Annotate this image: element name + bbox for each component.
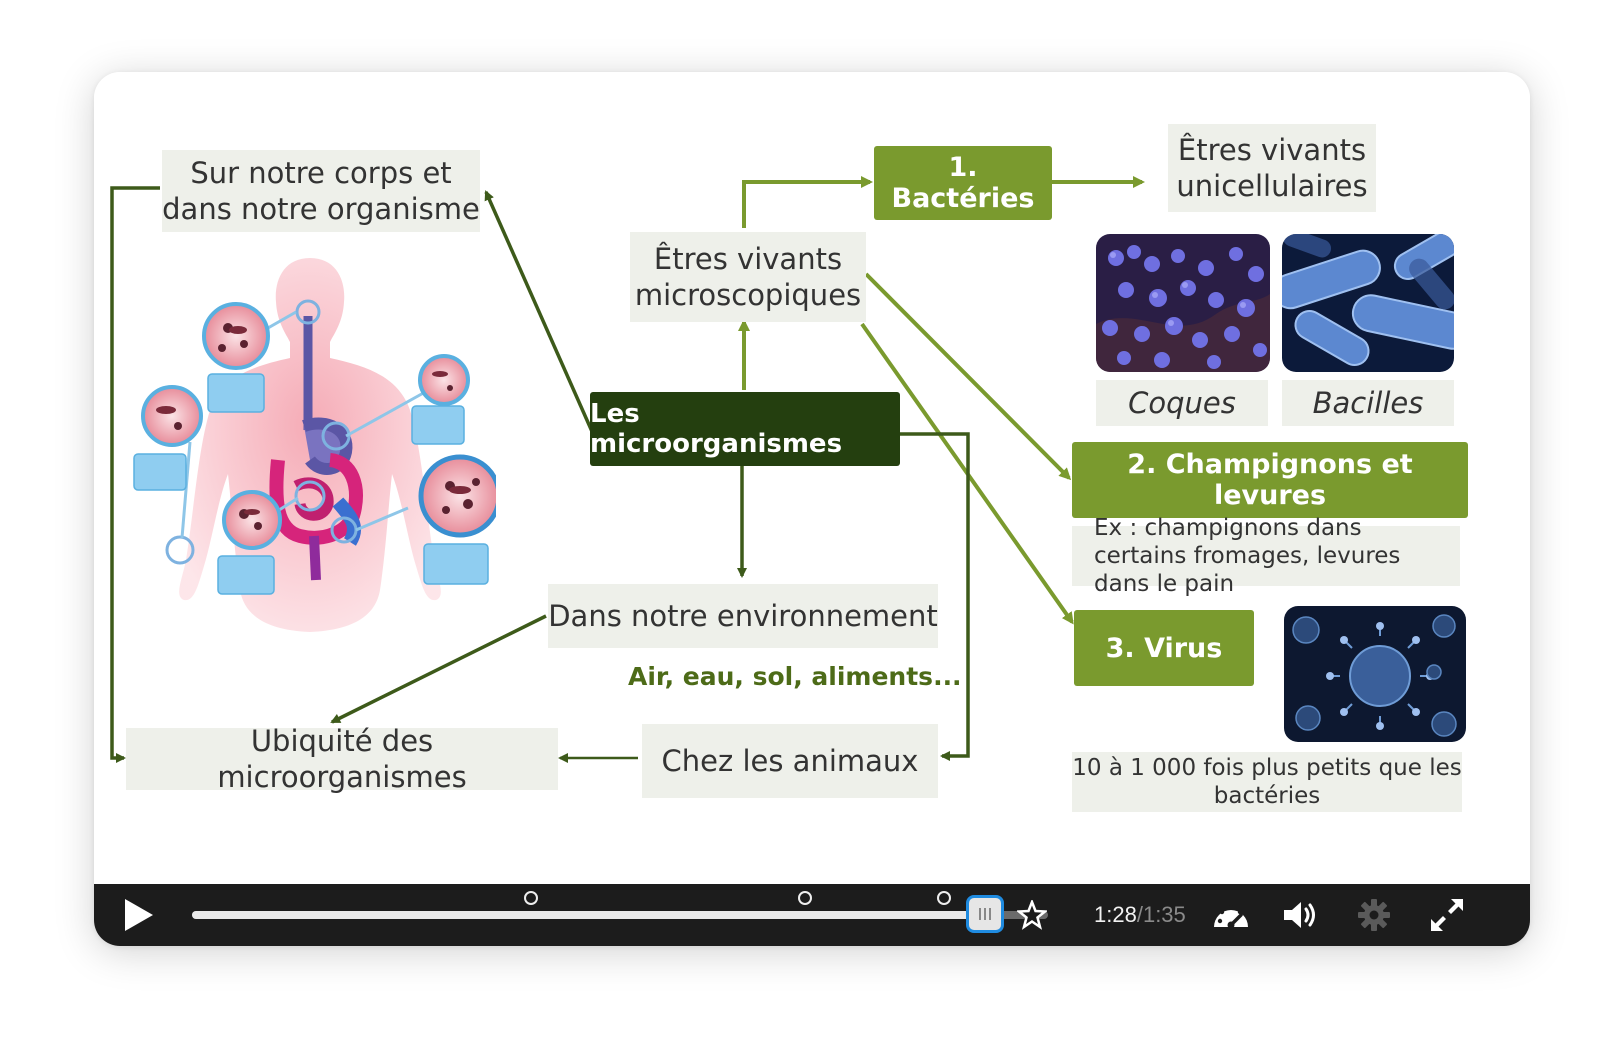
time-display: 1:28 / 1:35 <box>1094 884 1186 946</box>
duration: 1:35 <box>1142 902 1186 927</box>
bacteria-title-box: 1. Bactéries <box>874 146 1052 220</box>
volume-button[interactable] <box>1280 884 1324 946</box>
ubiquity-box: Ubiquité des microorganismes <box>126 724 558 794</box>
chapter-marker[interactable] <box>523 891 538 905</box>
current-time: 1:28 <box>1094 902 1137 927</box>
playback-speed-button[interactable] <box>1208 884 1254 946</box>
cocci-label: Coques <box>1128 386 1236 420</box>
bookmark-star-icon <box>1017 900 1047 930</box>
unicellular-box: Êtres vivants unicellulaires <box>1168 124 1376 212</box>
speed-gauge-icon <box>1214 904 1248 929</box>
cocci-label-box: Coques <box>1096 380 1268 426</box>
animals-box: Chez les animaux <box>642 724 938 798</box>
settings-button[interactable] <box>1352 884 1396 946</box>
progress-handle[interactable] <box>968 898 1001 930</box>
player-controls: 1:28 / 1:35 <box>94 884 1530 946</box>
bacteria-title: 1. Bactéries <box>891 152 1035 214</box>
body-location-label: Sur notre corps et dans notre organisme <box>162 156 480 226</box>
ubiquity-label: Ubiquité des microorganismes <box>217 724 467 794</box>
fullscreen-button[interactable] <box>1424 884 1470 946</box>
virus-note-box: 10 à 1 000 fois plus petits que les bact… <box>1072 752 1462 812</box>
environment-label: Dans notre environnement <box>548 599 938 633</box>
animals-label: Chez les animaux <box>661 744 919 778</box>
environment-examples: Air, eau, sol, aliments... <box>628 662 962 691</box>
diagram-connectors <box>110 176 1145 763</box>
fungi-title: 2. Champignons et levures <box>1127 449 1413 511</box>
unicellular-label: Êtres vivants unicellulaires <box>1176 133 1368 203</box>
fungi-example: Ex : champignons dans certains fromages,… <box>1094 515 1401 597</box>
body-location-box: Sur notre corps et dans notre organisme <box>162 150 480 232</box>
bookmark-button[interactable] <box>1012 884 1052 946</box>
slide-content: Sur notre corps et dans notre organisme … <box>94 72 1530 884</box>
human-body-illustration <box>133 258 496 632</box>
bacilli-photo <box>1282 234 1454 372</box>
cocci-photo <box>1096 234 1270 372</box>
video-player: Sur notre corps et dans notre organisme … <box>94 72 1530 946</box>
center-node: Les microorganismes <box>590 392 900 466</box>
virus-photo <box>1284 606 1466 742</box>
volume-icon <box>1284 902 1315 928</box>
chapter-marker[interactable] <box>936 891 951 905</box>
grip-icon <box>978 908 991 920</box>
play-button[interactable] <box>114 884 162 946</box>
settings-gear-icon <box>1358 899 1390 931</box>
environment-box: Dans notre environnement <box>548 584 938 648</box>
bacilli-label: Bacilles <box>1312 386 1424 420</box>
progress-fill <box>192 911 985 919</box>
fungi-example-box: Ex : champignons dans certains fromages,… <box>1072 515 1460 597</box>
virus-title: 3. Virus <box>1105 632 1223 664</box>
microscopic-beings-box: Êtres vivants microscopiques <box>630 232 866 322</box>
microscopic-beings-label: Êtres vivants microscopiques <box>634 242 862 312</box>
fullscreen-icon <box>1431 899 1463 931</box>
chapter-marker[interactable] <box>797 891 812 905</box>
time-separator: / <box>1136 902 1143 927</box>
virus-note: 10 à 1 000 fois plus petits que les bact… <box>1072 755 1462 809</box>
fungi-title-box: 2. Champignons et levures <box>1072 442 1468 518</box>
bacilli-label-box: Bacilles <box>1282 380 1454 426</box>
play-icon <box>125 899 153 931</box>
center-node-label: Les microorganismes <box>590 399 843 459</box>
progress-bar[interactable] <box>192 891 1048 930</box>
virus-title-box: 3. Virus <box>1074 610 1254 686</box>
